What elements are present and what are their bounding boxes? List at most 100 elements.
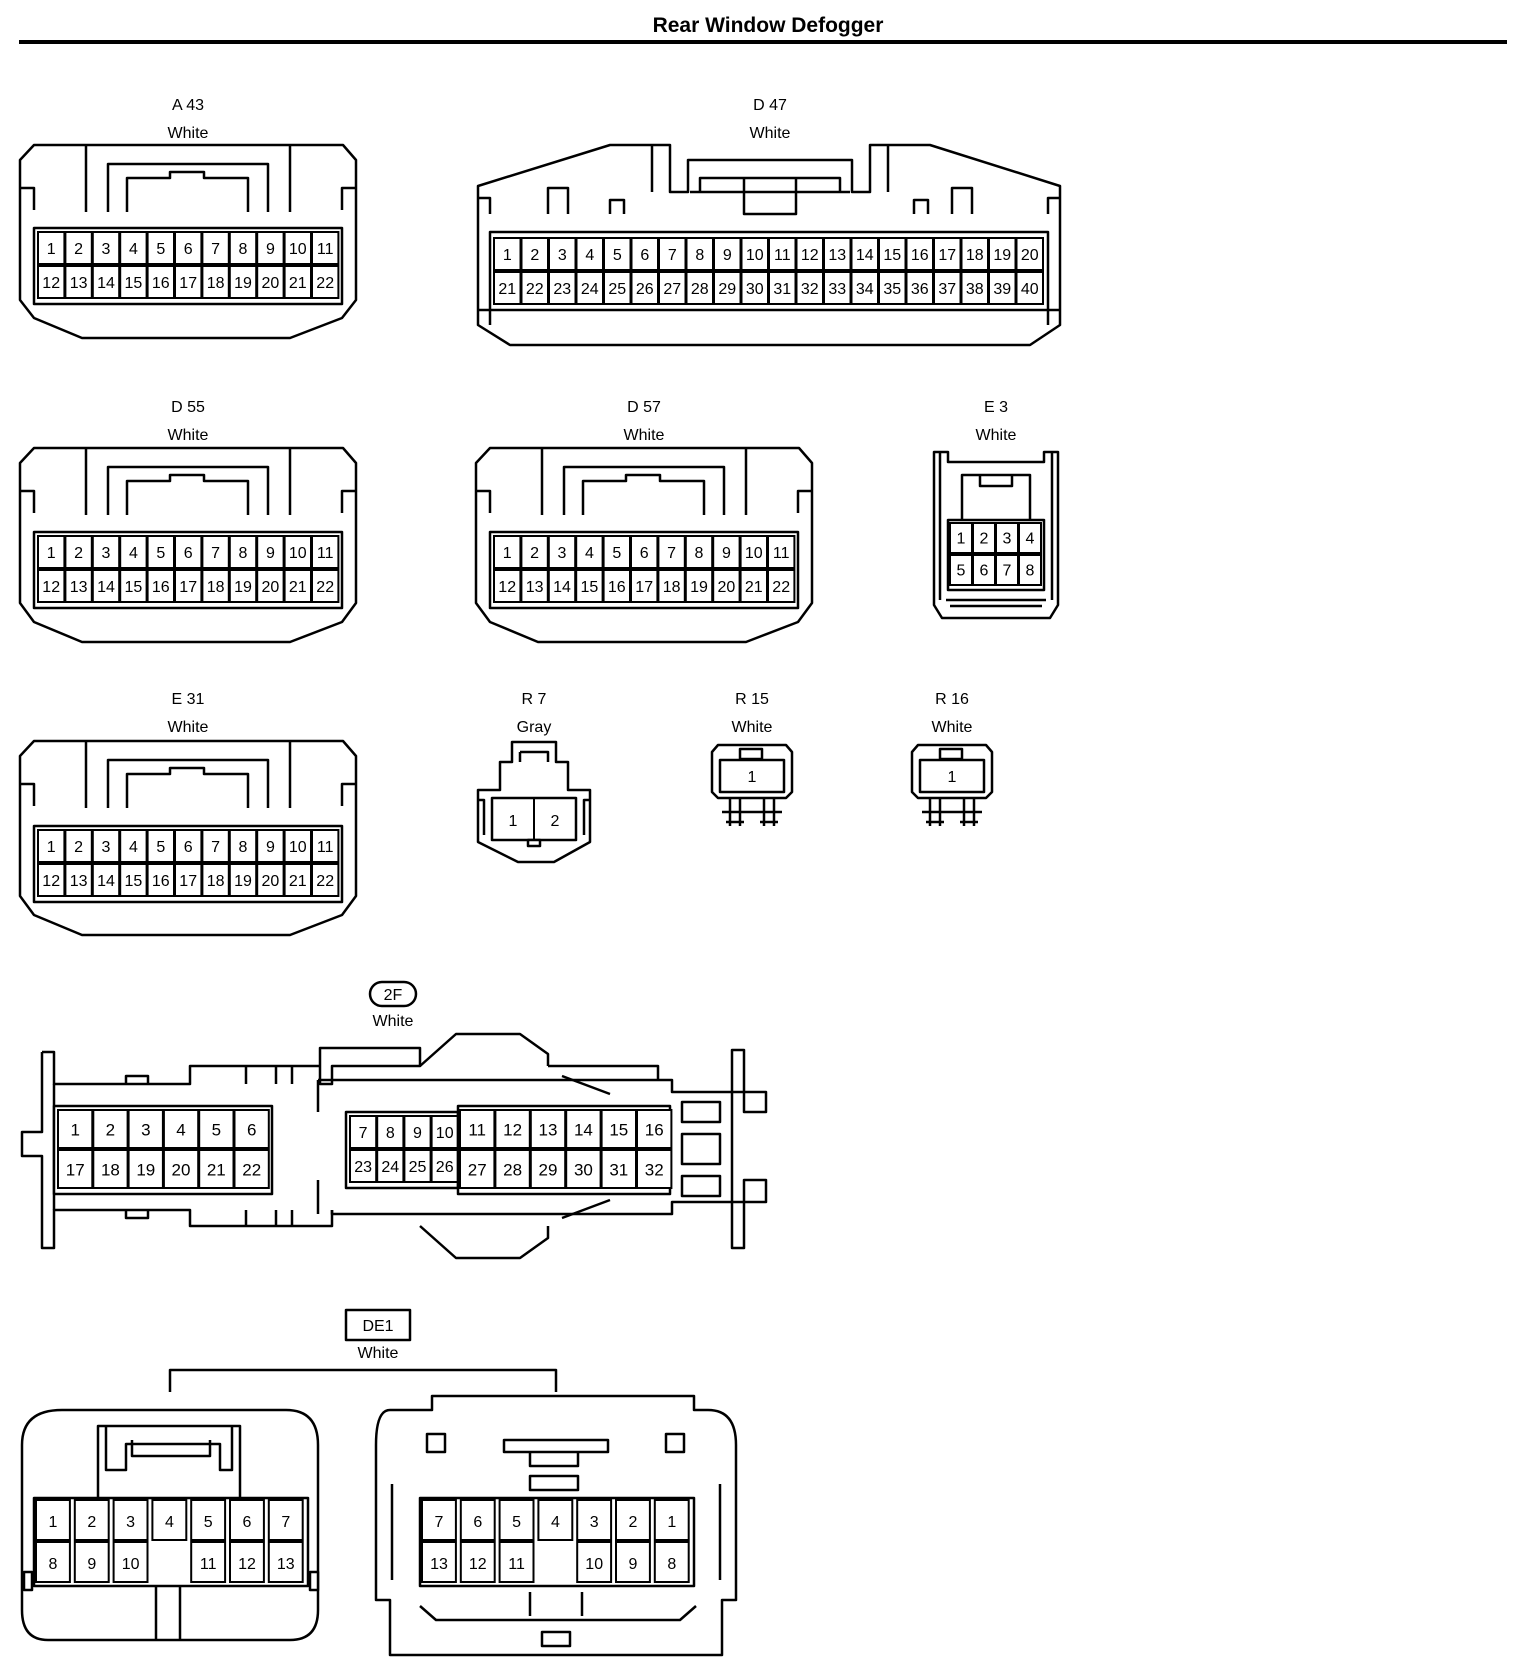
de1-pin-number: 5 <box>204 1514 213 1531</box>
de1-pin-number: 13 <box>277 1556 295 1573</box>
a43-pin-cell <box>119 265 148 299</box>
e31-pin-number: 7 <box>211 839 220 856</box>
r15-pin: 1 <box>748 769 757 786</box>
c2f-pin-cell <box>349 1149 378 1183</box>
de1-pin-cell <box>151 1499 188 1541</box>
a43-pin-cell <box>256 265 285 299</box>
a43-pin-number: 20 <box>262 275 280 292</box>
d57-pin-number: 13 <box>526 579 544 596</box>
e31-pin-number: 22 <box>316 873 334 890</box>
d57-pin-number: 5 <box>612 545 621 562</box>
d57-pin-cell <box>630 535 659 569</box>
d47-pin-number: 17 <box>938 247 956 264</box>
d57-pin-number: 11 <box>773 545 790 562</box>
d47-pin-number: 19 <box>993 247 1011 264</box>
c2f-pin-number: 15 <box>609 1121 628 1140</box>
d57-pin-number: 18 <box>663 579 681 596</box>
a43-pin-number: 10 <box>289 241 307 258</box>
c2f-pin-number: 8 <box>386 1125 395 1142</box>
c2f-pin-cell <box>198 1109 235 1149</box>
d47-pin-cell <box>713 271 742 305</box>
d47-pin-number: 22 <box>526 281 544 298</box>
c2f-pin-number: 1 <box>70 1121 79 1140</box>
a43-pin-number: 6 <box>184 241 193 258</box>
de1-pin-number: 2 <box>87 1514 96 1531</box>
e31-pin-number: 19 <box>234 873 252 890</box>
r7-pin: 1 <box>509 813 518 830</box>
de1-pin-cell <box>35 1499 71 1541</box>
connector-e3-color: White <box>976 427 1017 444</box>
a43-pin-number: 9 <box>266 241 275 258</box>
c2f-pin-cell <box>494 1149 531 1189</box>
de1-pin-cell <box>190 1499 227 1541</box>
c2f-pin-cell <box>403 1115 432 1149</box>
d47-pin-number: 28 <box>691 281 709 298</box>
c2f-pin-number: 29 <box>539 1161 558 1180</box>
c2f-pin-cell <box>198 1149 235 1189</box>
d55-pin-cell <box>146 569 176 603</box>
a43-pin-number: 4 <box>129 241 138 258</box>
d47-pin-cell <box>685 271 714 305</box>
a43-pin-number: 15 <box>125 275 143 292</box>
de1-pin-cell <box>190 1541 227 1583</box>
d47-pin-number: 33 <box>828 281 846 298</box>
d55-pin-cell <box>228 535 258 569</box>
de1-pin-cell <box>112 1541 149 1583</box>
de1-pin-number: 2 <box>629 1514 638 1531</box>
a43-pin-number: 11 <box>317 241 334 258</box>
de1-pin-cell <box>537 1499 574 1541</box>
d55-pin-cell <box>201 535 230 569</box>
c2f-pin-number: 25 <box>409 1159 427 1176</box>
a43-pin-number: 3 <box>102 241 111 258</box>
c2f-pin-cell <box>403 1149 432 1183</box>
d47-pin-cell <box>768 271 797 305</box>
d47-pin-number: 16 <box>911 247 929 264</box>
d55-pin-cell <box>201 569 230 603</box>
d47-pin-number: 9 <box>723 247 732 264</box>
d55-pin-cell <box>283 535 313 569</box>
connector-2f-color: White <box>373 1013 414 1030</box>
c2f-pin-number: 6 <box>247 1121 256 1140</box>
connector-d55-code: D 55 <box>171 399 205 416</box>
d57-pin-number: 16 <box>608 579 626 596</box>
de1-pin-number: 1 <box>667 1514 676 1531</box>
d55-pin-cell <box>311 535 340 569</box>
d55-pin-cell <box>64 535 93 569</box>
c2f-pin-cell <box>57 1109 94 1149</box>
e31-pin-cell <box>228 863 258 897</box>
d57-pin-cell <box>575 569 604 603</box>
d47-pin-cell <box>933 271 962 305</box>
a43-pin-number: 17 <box>179 275 197 292</box>
de1-pin-number: 13 <box>430 1556 448 1573</box>
de1-pin-number: 8 <box>49 1556 58 1573</box>
e31-pin-cell <box>311 829 340 863</box>
a43-pin-cell <box>64 265 93 299</box>
d57-pin-cell <box>547 535 577 569</box>
d47-pin-cell <box>905 237 934 271</box>
c2f-pin-number: 28 <box>503 1161 522 1180</box>
connector-d55-color: White <box>168 427 209 444</box>
d57-pin-number: 19 <box>690 579 708 596</box>
e31-pin-number: 18 <box>207 873 225 890</box>
d47-pin-number: 5 <box>613 247 622 264</box>
de1-pin-number: 9 <box>629 1556 638 1573</box>
d55-pin-number: 10 <box>289 545 307 562</box>
de1-pin-number: 3 <box>126 1514 135 1531</box>
d55-pin-number: 9 <box>266 545 275 562</box>
d47-pin-cell <box>713 237 742 271</box>
e31-pin-number: 11 <box>317 839 334 856</box>
c2f-pin-cell <box>127 1149 164 1189</box>
d47-pin-number: 26 <box>636 281 654 298</box>
e31-pin-number: 9 <box>266 839 275 856</box>
d47-pin-number: 20 <box>1021 247 1039 264</box>
c2f-pin-cell <box>565 1109 602 1149</box>
c2f-pin-number: 4 <box>176 1121 185 1140</box>
c2f-pin-number: 19 <box>136 1161 155 1180</box>
de1-pin-cell <box>576 1499 613 1541</box>
connector-e31-code: E 31 <box>172 691 205 708</box>
d55-pin-number: 3 <box>102 545 111 562</box>
